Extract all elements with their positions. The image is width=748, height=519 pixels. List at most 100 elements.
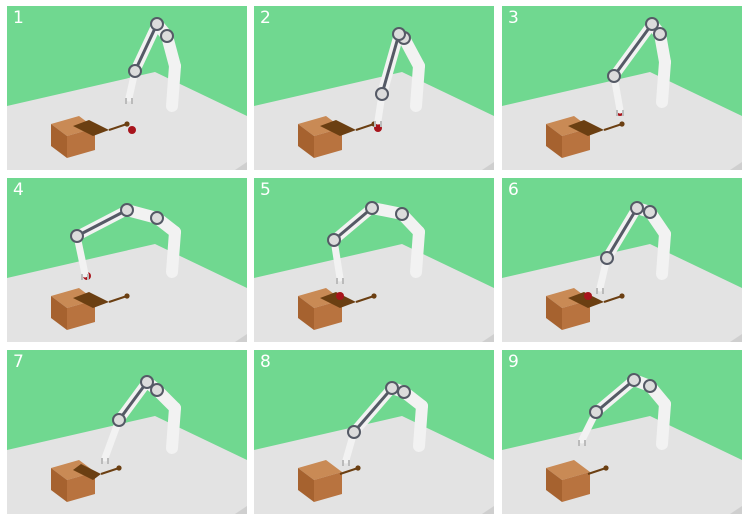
robot-joint bbox=[128, 64, 142, 78]
box-front bbox=[546, 124, 562, 158]
scene-9 bbox=[502, 373, 742, 514]
robot-joint bbox=[392, 27, 406, 41]
robot-joint bbox=[112, 413, 126, 427]
drawer-handle-knob bbox=[603, 465, 609, 471]
robot-forearm-accent bbox=[605, 207, 639, 259]
drawer-handle-rod bbox=[108, 295, 128, 303]
floor bbox=[7, 244, 247, 342]
robot-joint bbox=[140, 375, 154, 389]
robot-joint bbox=[643, 379, 657, 393]
box-side bbox=[314, 300, 342, 330]
scene-8 bbox=[254, 381, 494, 514]
floor-corner bbox=[235, 506, 247, 514]
scene-1 bbox=[7, 17, 247, 170]
robot-forearm-accent bbox=[117, 381, 149, 421]
floor-corner bbox=[730, 162, 742, 170]
frame-number: 6 bbox=[508, 180, 519, 200]
drawer-handle-rod bbox=[100, 467, 120, 475]
floor-corner bbox=[730, 506, 742, 514]
robot-joint bbox=[627, 373, 641, 387]
robot-base-link bbox=[656, 228, 671, 280]
frame-number: 4 bbox=[13, 180, 24, 200]
frame-3: 3 bbox=[502, 6, 742, 170]
ball bbox=[584, 292, 592, 300]
robot-forearm-accent bbox=[352, 387, 394, 433]
frame-number: 7 bbox=[13, 352, 24, 372]
frame-number: 2 bbox=[260, 8, 271, 28]
drawer bbox=[73, 464, 101, 480]
drawer bbox=[320, 292, 356, 308]
floor bbox=[254, 416, 494, 514]
drawer-handle-knob bbox=[371, 293, 377, 299]
robot-joint bbox=[630, 201, 644, 215]
robot-joint bbox=[120, 203, 134, 217]
robot-forearm-accent bbox=[380, 33, 401, 95]
robot-joint bbox=[160, 29, 174, 43]
frame-6: 6 bbox=[502, 178, 742, 342]
robot-joint bbox=[375, 87, 389, 101]
frame-9: 9 bbox=[502, 350, 742, 514]
robot-base-link bbox=[166, 402, 181, 454]
robot-forearm-accent bbox=[612, 23, 654, 77]
box-side bbox=[562, 128, 590, 158]
scene-7 bbox=[7, 375, 247, 514]
frame-number: 3 bbox=[508, 8, 519, 28]
robot-joint bbox=[643, 205, 657, 219]
robot-joint bbox=[589, 405, 603, 419]
drawer-handle-knob bbox=[124, 293, 130, 299]
robot-base-link bbox=[166, 226, 181, 278]
robot-joint bbox=[397, 385, 411, 399]
box-side bbox=[67, 472, 95, 502]
robot-base-link bbox=[410, 60, 425, 112]
robot-joint bbox=[600, 251, 614, 265]
box-side bbox=[314, 472, 342, 502]
frame-number: 1 bbox=[13, 8, 24, 28]
scene-6 bbox=[502, 201, 742, 342]
box-top bbox=[298, 460, 342, 480]
drawer bbox=[568, 292, 604, 308]
drawer-handle-rod bbox=[355, 295, 375, 303]
box-side bbox=[67, 300, 95, 330]
frame-7: 7 bbox=[7, 350, 247, 514]
drawer-handle-rod bbox=[603, 295, 623, 303]
robot-joint bbox=[653, 27, 667, 41]
scene-2 bbox=[254, 27, 494, 170]
robot-forearm-accent bbox=[76, 208, 128, 238]
box-side bbox=[562, 472, 590, 502]
drawer-handle-rod bbox=[587, 467, 607, 475]
box-front bbox=[546, 296, 562, 330]
box-front bbox=[546, 468, 562, 502]
robot-joint bbox=[150, 211, 164, 225]
drawer bbox=[320, 120, 356, 136]
floor bbox=[254, 244, 494, 342]
drawer bbox=[73, 120, 109, 136]
robot-joint bbox=[150, 17, 164, 31]
drawer bbox=[568, 120, 604, 136]
floor bbox=[502, 416, 742, 514]
frame-2: 2 bbox=[254, 6, 494, 170]
drawer-handle-knob bbox=[124, 121, 130, 127]
drawer-handle-rod bbox=[108, 123, 128, 131]
robot-forearm-accent bbox=[595, 378, 635, 414]
robot-base-link bbox=[166, 60, 181, 112]
floor-corner bbox=[235, 334, 247, 342]
robot-forearm-accent bbox=[133, 23, 159, 72]
scene-3 bbox=[502, 17, 742, 170]
floor-corner bbox=[482, 162, 494, 170]
drawer-handle-knob bbox=[116, 465, 122, 471]
box-side bbox=[67, 128, 95, 158]
drawer-handle-rod bbox=[339, 467, 359, 475]
frame-4: 4 bbox=[7, 178, 247, 342]
floor-corner bbox=[482, 506, 494, 514]
drawer-handle-knob bbox=[619, 121, 625, 127]
robot-joint bbox=[395, 207, 409, 221]
floor-corner bbox=[730, 334, 742, 342]
frame-8: 8 bbox=[254, 350, 494, 514]
floor bbox=[7, 72, 247, 170]
robot-joint bbox=[70, 229, 84, 243]
robot-base-link bbox=[410, 226, 425, 278]
ball bbox=[128, 126, 136, 134]
robot-joint bbox=[645, 17, 659, 31]
box-side bbox=[562, 300, 590, 330]
robot-joint bbox=[150, 383, 164, 397]
